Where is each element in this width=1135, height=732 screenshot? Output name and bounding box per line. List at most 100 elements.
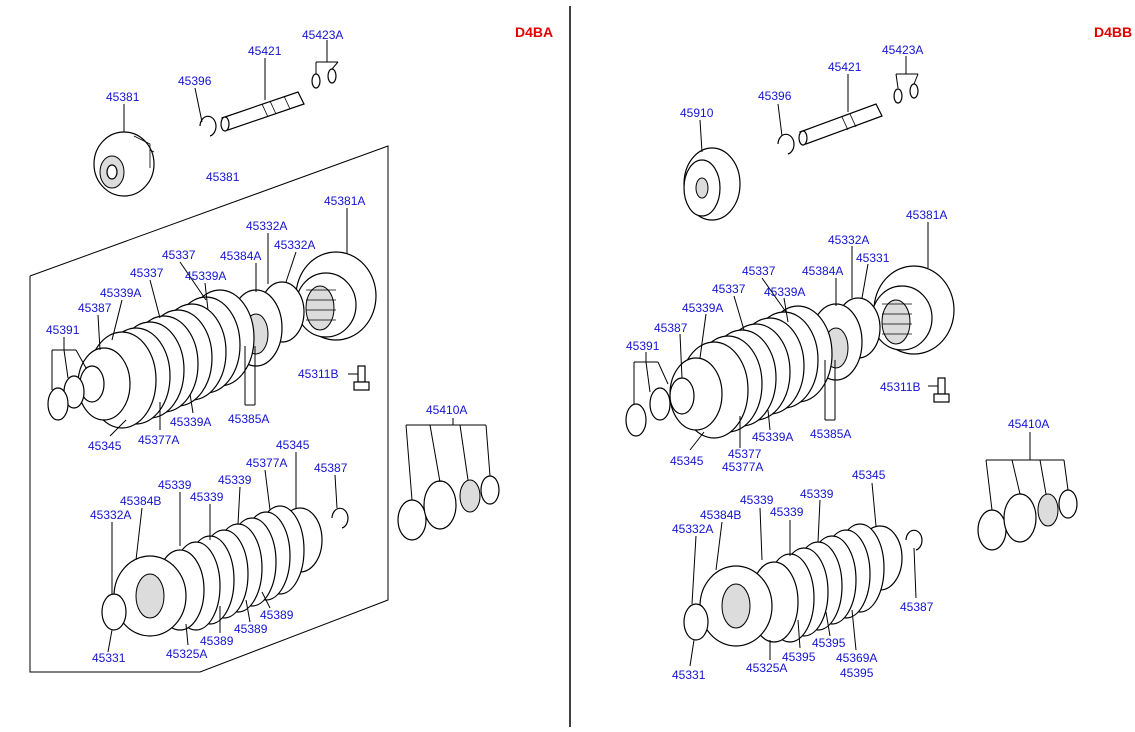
label-45381a: 45381A <box>324 194 365 208</box>
right-label-45337: 45337 <box>742 264 776 278</box>
right-seal-ring-a <box>893 88 903 104</box>
label-45331: 45331 <box>92 651 126 665</box>
right-small-ring-c <box>625 403 647 437</box>
right-small-ring-a <box>669 377 695 415</box>
small-ring-c <box>47 387 69 421</box>
label-45332a-b: 45332A <box>274 238 315 252</box>
right-label-45421: 45421 <box>828 60 862 74</box>
right-label-45385a: 45385A <box>810 427 851 441</box>
right-leader-lines <box>633 56 1069 667</box>
left-part-labels: 45423A 45421 45381 45396 45381 45381A 45… <box>46 28 467 665</box>
shaft-part <box>220 91 305 132</box>
right-lower-small-ring <box>683 603 709 641</box>
bolt-part <box>353 365 370 391</box>
clutch-drum-part <box>93 131 155 197</box>
right-label-45410a: 45410A <box>1008 417 1049 431</box>
label-45387-b: 45387 <box>314 461 348 475</box>
right-bolt-part <box>933 377 950 403</box>
right-snap-ring <box>777 133 795 155</box>
label-45389-b: 45389 <box>234 622 268 636</box>
right-shaft-part <box>798 103 883 146</box>
label-45337: 45337 <box>162 248 196 262</box>
label-45377a-b: 45377A <box>246 456 287 470</box>
label-45325a: 45325A <box>166 647 207 661</box>
lower-snap-ring <box>331 507 349 529</box>
label-45311b: 45311B <box>298 367 338 381</box>
right-label-45381a: 45381A <box>906 208 947 222</box>
assembly-outline <box>29 145 389 673</box>
label-45387: 45387 <box>78 301 112 315</box>
label-45381: 45381 <box>106 90 140 104</box>
label-45389-c: 45389 <box>200 634 234 648</box>
label-45332a: 45332A <box>246 219 287 233</box>
label-45345: 45345 <box>88 439 122 453</box>
lower-small-ring <box>101 593 127 631</box>
right-label-45377a: 45377A <box>722 460 763 474</box>
label-45339a-b: 45339A <box>100 286 141 300</box>
label-45385a: 45385A <box>228 412 269 426</box>
right-label-45339a-b: 45339A <box>682 301 723 315</box>
right-label-45369a: 45369A <box>836 651 877 665</box>
right-part-labels: 45423A 45421 45396 45910 45381A 45332A 4… <box>626 43 1049 682</box>
right-label-45391: 45391 <box>626 339 660 353</box>
right-label-45332a: 45332A <box>828 233 869 247</box>
label-45421: 45421 <box>248 44 282 58</box>
right-lower-piston-hub <box>721 583 751 629</box>
label-45389: 45389 <box>260 608 294 622</box>
label-45396: 45396 <box>178 74 212 88</box>
lower-piston-hub <box>135 573 165 619</box>
right-label-45910: 45910 <box>680 106 714 120</box>
right-label-45377: 45377 <box>728 447 762 461</box>
label-45410a: 45410A <box>426 403 467 417</box>
right-label-45339-c: 45339 <box>770 505 804 519</box>
right-panel-d4bb: D4BB <box>625 24 1132 682</box>
right-drum-part <box>683 147 741 221</box>
seal-ring-b <box>327 68 337 84</box>
right-label-45384b: 45384B <box>700 508 741 522</box>
label-45391: 45391 <box>46 323 80 337</box>
right-label-45345: 45345 <box>670 454 704 468</box>
right-label-45311b: 45311B <box>880 380 920 394</box>
label-45339-c: 45339 <box>190 490 224 504</box>
right-bearing-assembly <box>977 489 1078 551</box>
right-label-45345-b: 45345 <box>852 468 886 482</box>
label-45332a-c: 45332A <box>90 508 131 522</box>
label-45337-b: 45337 <box>130 266 164 280</box>
right-label-45395: 45395 <box>812 636 846 650</box>
right-label-45423a: 45423A <box>882 43 923 57</box>
seal-ring-a <box>311 73 321 89</box>
right-retainer-part <box>871 265 955 355</box>
label-45423a: 45423A <box>302 28 343 42</box>
right-label-45331: 45331 <box>672 668 706 682</box>
right-label-45387: 45387 <box>654 321 688 335</box>
right-lower-clutch-pack <box>749 523 885 643</box>
left-leader-lines <box>51 40 491 653</box>
right-label-45395-c: 45395 <box>840 666 874 680</box>
left-panel-d4ba: D4BA <box>29 24 553 673</box>
left-panel-title: D4BA <box>515 24 553 40</box>
right-label-45325a: 45325A <box>746 661 787 675</box>
label-45381-assembly: 45381 <box>206 170 240 184</box>
label-45384b: 45384B <box>120 494 161 508</box>
snap-ring-part <box>199 115 217 137</box>
right-label-45396: 45396 <box>758 89 792 103</box>
right-label-45331-top: 45331 <box>856 251 890 265</box>
right-panel-title: D4BB <box>1094 24 1132 40</box>
label-45377a: 45377A <box>138 433 179 447</box>
right-label-45339: 45339 <box>740 493 774 507</box>
bearing-assembly-part <box>397 475 500 541</box>
label-45339-b: 45339 <box>218 473 252 487</box>
label-45345-b: 45345 <box>276 438 310 452</box>
right-label-45337-b: 45337 <box>712 282 746 296</box>
right-small-ring-b <box>649 387 671 421</box>
label-45339: 45339 <box>158 478 192 492</box>
label-45384a: 45384A <box>220 249 261 263</box>
label-45339a-c: 45339A <box>170 415 211 429</box>
right-label-45332a-b: 45332A <box>672 522 713 536</box>
right-label-45395-b: 45395 <box>782 650 816 664</box>
right-label-45339a: 45339A <box>764 285 805 299</box>
right-label-45384a: 45384A <box>802 264 843 278</box>
right-seal-ring-b <box>909 83 919 99</box>
right-label-45339-b: 45339 <box>800 487 834 501</box>
